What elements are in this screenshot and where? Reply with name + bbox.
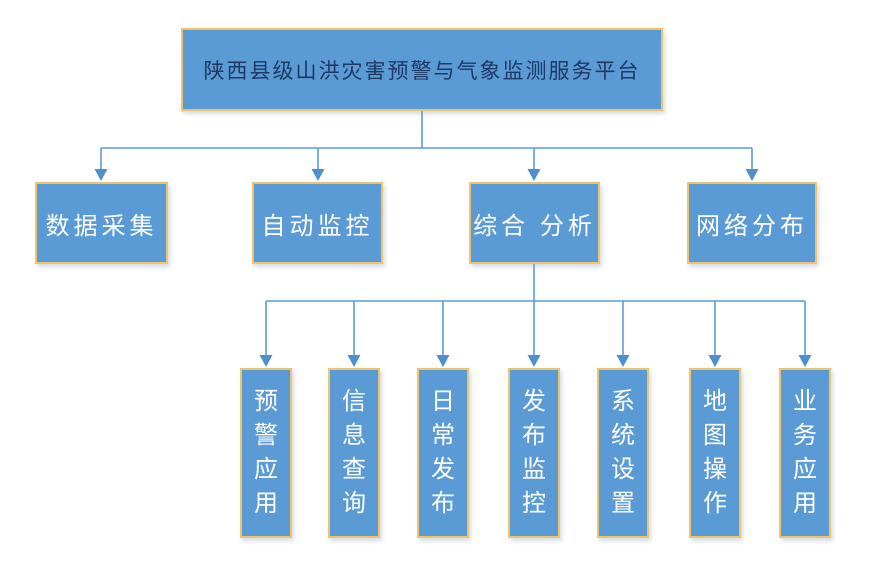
arrow-down-icon [94,169,108,181]
arrow-down-icon [745,169,759,181]
node-info-query: 信息查询 [328,368,380,538]
arrow-down-icon [347,355,361,367]
node-label: 信息查询 [342,388,366,517]
node-warning-application: 预警应用 [240,368,292,538]
node-auto-monitoring: 自动监控 [252,182,383,264]
arrow-down-icon [798,355,812,367]
node-map-operations: 地图操作 [689,368,741,538]
node-network-distribution: 网络分布 [687,182,817,264]
node-platform-root: 陕西县级山洪灾害预警与气象监测服务平台 [181,28,663,111]
arrow-down-icon [311,169,325,181]
arrow-down-icon [616,355,630,367]
node-release-monitoring: 发布监控 [508,368,560,538]
node-comprehensive-analysis: 综合 分析 [469,182,600,264]
node-business-application: 业务应用 [779,368,831,538]
node-daily-release: 日常发布 [417,368,469,538]
node-label: 系统设置 [611,388,635,517]
node-data-collection: 数据采集 [35,182,168,264]
arrow-down-icon [708,355,722,367]
node-label: 预警应用 [254,388,278,517]
node-label: 地图操作 [703,388,727,517]
node-system-settings: 系统设置 [597,368,649,538]
arrow-down-icon [527,169,541,181]
node-label: 业务应用 [793,388,817,517]
node-label: 发布监控 [522,388,546,517]
arrow-down-icon [259,355,273,367]
arrow-down-icon [527,355,541,367]
arrow-down-icon [436,355,450,367]
node-label: 日常发布 [431,388,455,517]
